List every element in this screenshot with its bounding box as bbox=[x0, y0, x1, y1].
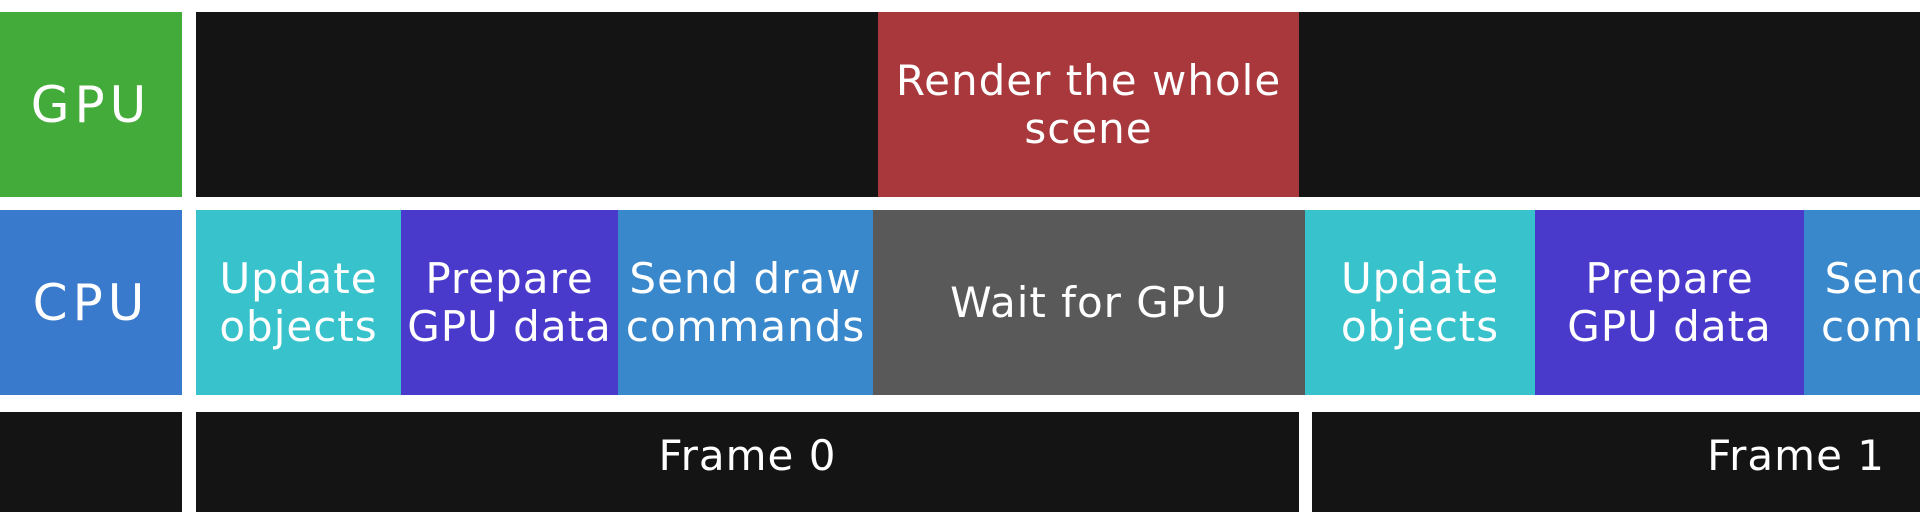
gpu-task-render-scene-label: Render the whole scene bbox=[895, 55, 1282, 153]
gpu-row-label-text: GPU bbox=[30, 75, 152, 134]
frame-1-label: Frame 1 bbox=[1707, 430, 1885, 480]
cpu-task-label: Wait for GPU bbox=[950, 277, 1228, 327]
frame-0: Frame 0 bbox=[196, 412, 1299, 512]
frame-row-label-blank bbox=[0, 412, 182, 512]
frame-0-label: Frame 0 bbox=[658, 430, 837, 480]
cpu-task-label: Send draw commands bbox=[625, 253, 866, 351]
gpu-task-render-scene: Render the whole scene bbox=[878, 12, 1299, 197]
cpu-task-send-draw-commands: Send draw commands bbox=[618, 210, 873, 395]
cpu-row-label: CPU bbox=[0, 210, 182, 395]
cpu-task-wait-for-gpu: Wait for GPU bbox=[873, 210, 1305, 395]
frame-1: Frame 1 bbox=[1312, 412, 1920, 512]
cpu-task-send-draw-commands: Send draw commands bbox=[1804, 210, 1920, 395]
cpu-task-prepare-gpu-data: Prepare GPU data bbox=[401, 210, 618, 395]
cpu-task-update-objects: Update objects bbox=[1305, 210, 1535, 395]
cpu-row-label-text: CPU bbox=[32, 273, 150, 332]
gpu-row-label: GPU bbox=[0, 12, 182, 197]
cpu-task-prepare-gpu-data: Prepare GPU data bbox=[1535, 210, 1804, 395]
cpu-task-update-objects: Update objects bbox=[196, 210, 401, 395]
cpu-task-label: Update objects bbox=[1340, 253, 1500, 351]
cpu-task-label: Prepare GPU data bbox=[1567, 253, 1772, 351]
cpu-task-label: Prepare GPU data bbox=[407, 253, 612, 351]
cpu-task-label: Send draw commands bbox=[1821, 253, 1920, 351]
cpu-task-label: Update objects bbox=[219, 253, 378, 351]
